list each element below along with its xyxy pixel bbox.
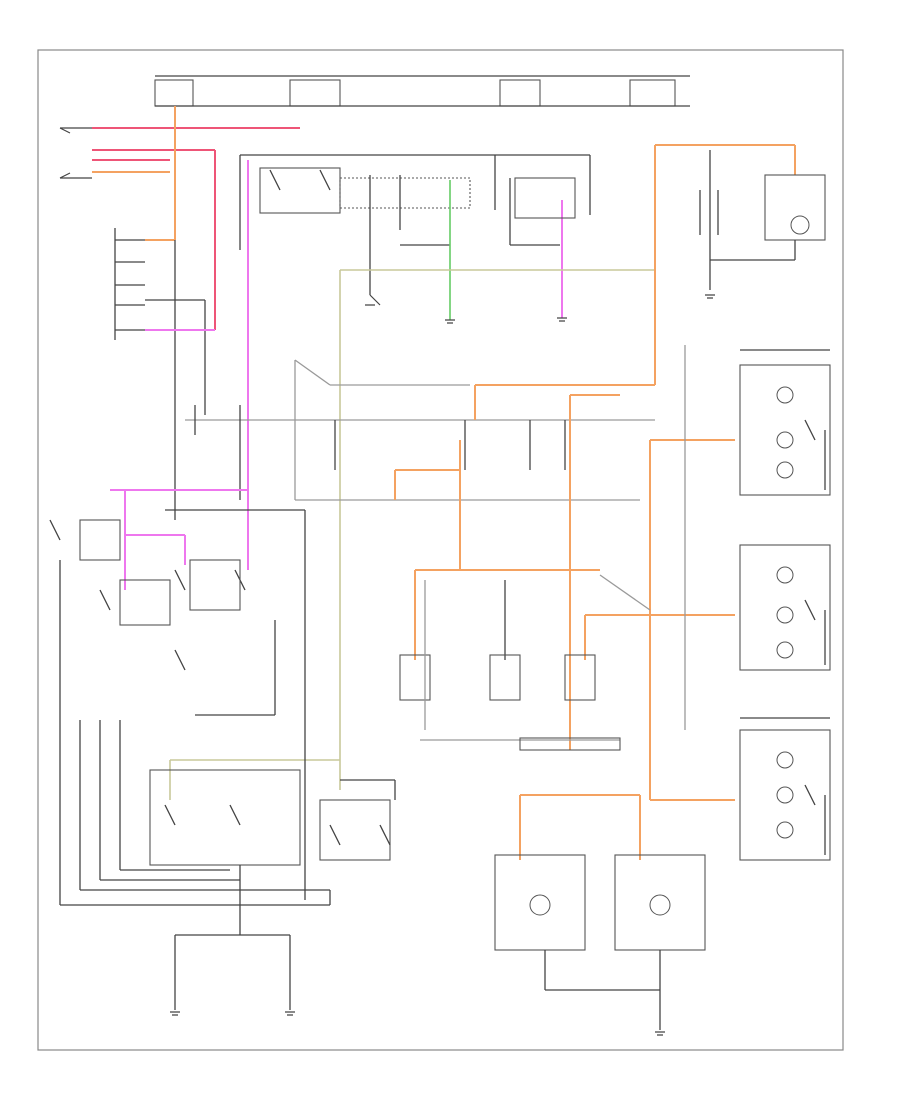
lower-switch-pair [149, 769, 396, 1016]
middle-orange-wiring [394, 384, 735, 860]
right-top-lamp [654, 144, 826, 385]
left-module-wiring [59, 106, 300, 570]
lower-left-switches [49, 489, 331, 906]
central-bus [185, 360, 655, 501]
relay-row [399, 580, 621, 751]
right-connectors [739, 349, 831, 861]
top-fuse-bus [154, 75, 690, 107]
mode-switch-panel [114, 228, 145, 340]
diagram-frame [37, 49, 844, 1051]
misc-links [294, 345, 686, 730]
upper-switch-cluster [239, 154, 591, 324]
olive-bus [169, 269, 655, 800]
bottom-lamps [494, 854, 706, 1036]
